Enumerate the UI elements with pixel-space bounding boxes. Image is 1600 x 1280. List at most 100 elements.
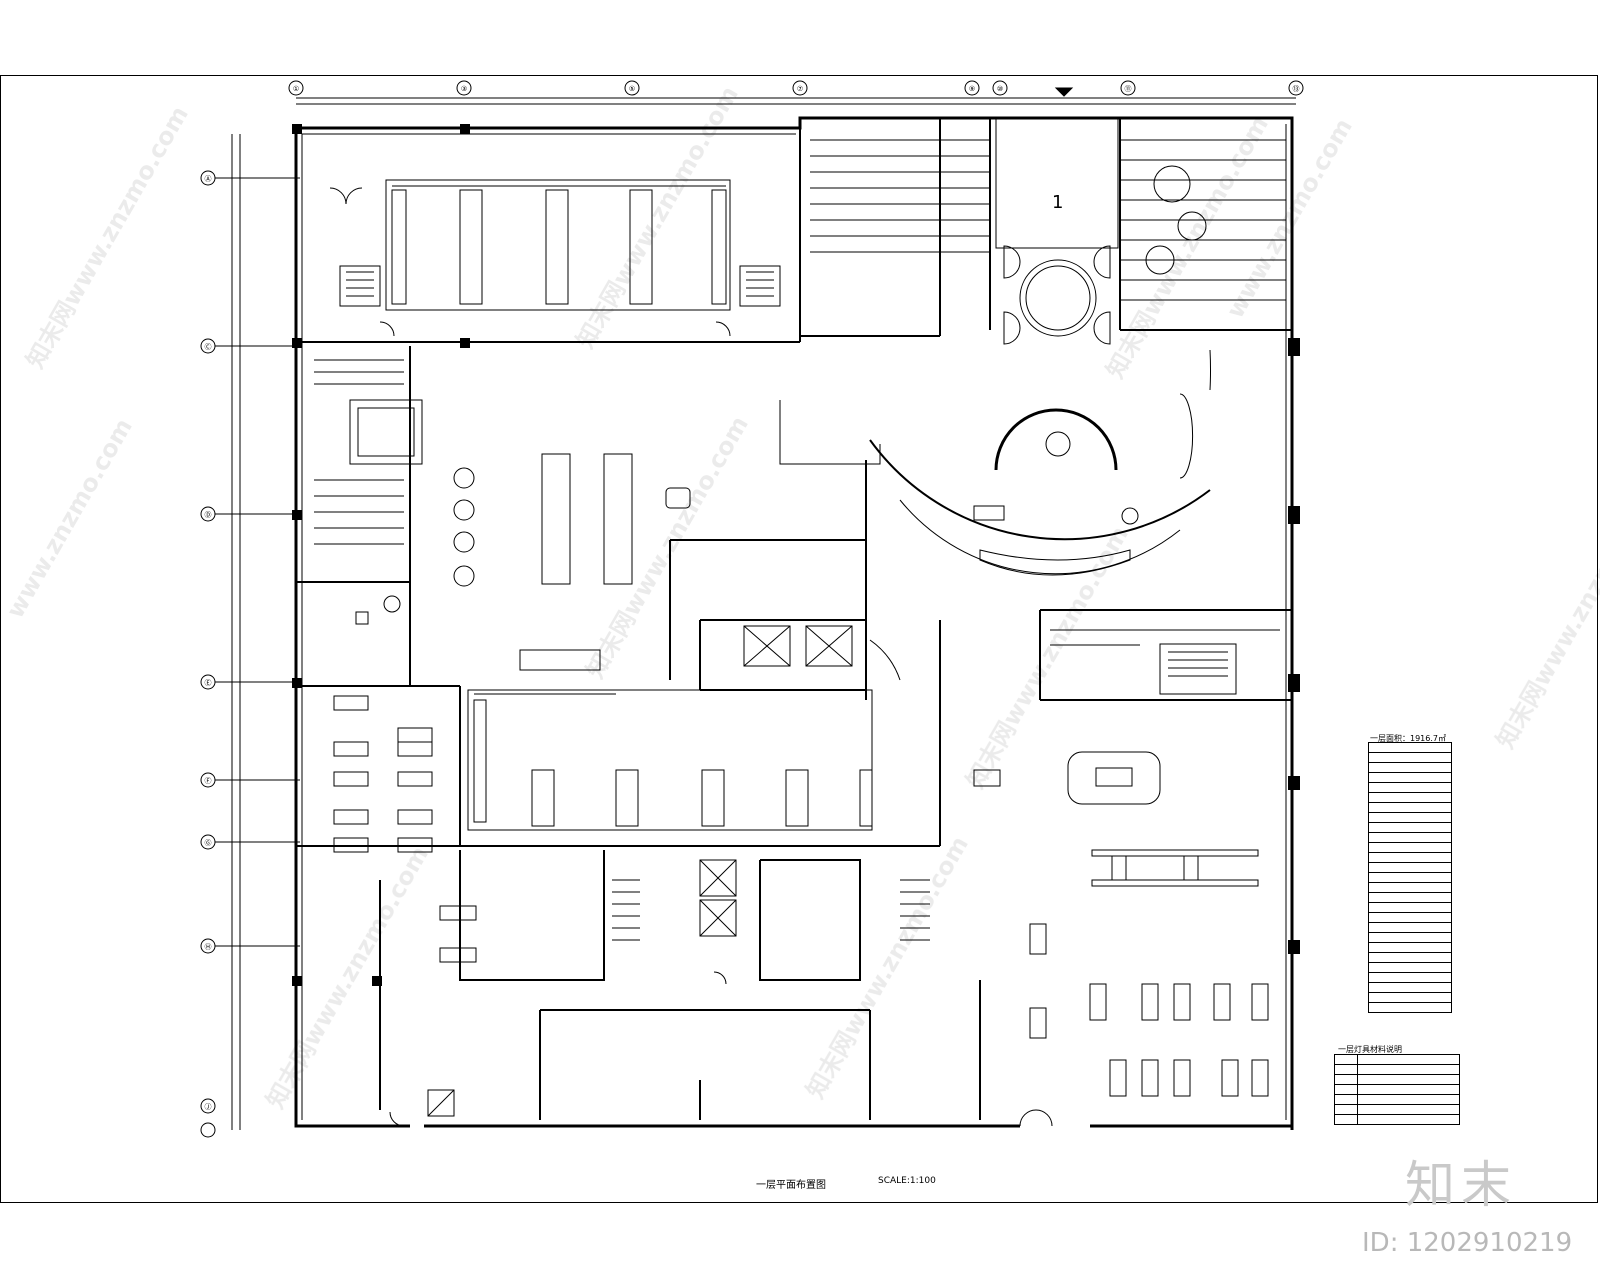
- fixture-table-row: [1334, 1114, 1460, 1125]
- area-table-row: [1368, 762, 1452, 773]
- fixture-table-cell: [1357, 1104, 1460, 1115]
- area-table-cell: [1368, 832, 1452, 843]
- area-table-row: [1368, 832, 1452, 843]
- area-table-row: [1368, 742, 1452, 753]
- grid-bubble-label: Ⓓ: [205, 511, 212, 519]
- area-table-cell: [1368, 812, 1452, 823]
- watermark-text: www.znzmo.com: [1, 414, 138, 623]
- area-table-cell: [1368, 982, 1452, 993]
- grid-bubble-label: Ⓒ: [205, 343, 212, 351]
- area-table-cell: [1368, 962, 1452, 973]
- grid-bubble-label: ⑪: [1125, 85, 1132, 93]
- area-table-row: [1368, 922, 1452, 933]
- watermark-text: 知末网www.znzmo.com: [801, 831, 974, 1103]
- grid-bubble-label: ⑨: [969, 85, 975, 93]
- area-table-row: [1368, 952, 1452, 963]
- left-stair-lounge: [314, 359, 423, 625]
- area-table-cell: [1368, 932, 1452, 943]
- central-lobby: [869, 245, 1211, 576]
- grid-bubble-label: ⑦: [797, 85, 803, 93]
- fixture-table-cell: [1357, 1114, 1460, 1125]
- watermark-text: 知末网www.znzmo.com: [21, 101, 194, 373]
- exterior-walls-inner: [301, 124, 1287, 1120]
- right-bed-rows: [1029, 923, 1269, 1097]
- left-grid-axis: [200, 134, 300, 1138]
- area-table-row: [1368, 942, 1452, 953]
- grid-bubble-label: ①: [293, 85, 299, 93]
- top-right-deck: [810, 117, 1286, 301]
- area-table-row: [1368, 872, 1452, 883]
- fixture-table-cell: [1334, 1114, 1358, 1125]
- area-table-cell: [1368, 762, 1452, 773]
- area-table-row: [1368, 882, 1452, 893]
- area-table-cell: [1368, 912, 1452, 923]
- area-table-cell: [1368, 882, 1452, 893]
- grid-bubble-label: Ⓕ: [205, 777, 212, 785]
- area-table-row: [1368, 912, 1452, 923]
- area-table-row: [1368, 992, 1452, 1003]
- area-table-cell: [1368, 922, 1452, 933]
- grid-bubble-label: ③: [461, 85, 467, 93]
- area-table-row: [1368, 782, 1452, 793]
- fixture-table-cell: [1334, 1094, 1358, 1105]
- area-table-row: [1368, 822, 1452, 833]
- area-table: [1368, 742, 1452, 1013]
- brand-logo: 知末: [1405, 1156, 1517, 1214]
- exterior-walls: [294, 116, 1294, 1130]
- grid-bubble-label: Ⓖ: [205, 839, 212, 847]
- fixture-table-row: [1334, 1064, 1460, 1075]
- area-table-row: [1368, 1002, 1452, 1013]
- area-table-cell: [1368, 772, 1452, 783]
- area-table-row: [1368, 842, 1452, 853]
- lower-stairs: [427, 879, 930, 1117]
- grid-bubble-label: Ⓗ: [205, 943, 212, 951]
- fixture-table-cell: [1357, 1094, 1460, 1105]
- watermark-text: 知末网www.znzmo.com: [571, 81, 744, 353]
- area-table-row: [1368, 752, 1452, 763]
- drawing-caption: 一层平面布置图: [756, 1180, 826, 1191]
- fixture-table-cell: [1357, 1054, 1460, 1065]
- grid-bubble-label: Ⓔ: [205, 679, 212, 687]
- area-table-cell: [1368, 872, 1452, 883]
- drawing-frame: [0, 75, 1598, 1203]
- watermark-text: 知末网www.znzmo.com: [1491, 481, 1600, 753]
- area-table-cell: [1368, 862, 1452, 873]
- area-table-row: [1368, 772, 1452, 783]
- area-table-row: [1368, 852, 1452, 863]
- area-table-cell: [1368, 952, 1452, 963]
- area-table-row: [1368, 812, 1452, 823]
- area-table-cell: [1368, 1002, 1452, 1013]
- area-table-row: [1368, 932, 1452, 943]
- fixture-table-cell: [1357, 1084, 1460, 1095]
- storage-hall: [339, 179, 781, 311]
- columns: [292, 124, 1300, 986]
- area-table-cell: [1368, 942, 1452, 953]
- area-table-cell: [1368, 902, 1452, 913]
- area-table-cell: [1368, 972, 1452, 983]
- top-grid-axis: [288, 80, 1304, 105]
- watermark-text: 知末网www.znzmo.com: [1101, 111, 1274, 383]
- area-table-cell: [1368, 802, 1452, 813]
- grid-bubble-label: Ⓐ: [205, 175, 212, 183]
- area-table-row: [1368, 792, 1452, 803]
- lower-rooms: [379, 850, 981, 1120]
- area-table-row: [1368, 962, 1452, 973]
- area-table-cell: [1368, 742, 1452, 753]
- grid-bubble-label: ⑤: [629, 85, 635, 93]
- fixture-table-row: [1334, 1094, 1460, 1105]
- area-table-cell: [1368, 822, 1452, 833]
- interior-walls: [296, 118, 1292, 847]
- area-table-row: [1368, 972, 1452, 983]
- area-table-row: [1368, 982, 1452, 993]
- fixture-table-cell: [1334, 1074, 1358, 1085]
- fixture-table-row: [1334, 1084, 1460, 1095]
- fixture-table: [1334, 1054, 1460, 1125]
- central-office: [453, 400, 881, 671]
- area-table-cell: [1368, 792, 1452, 803]
- area-table-row: [1368, 802, 1452, 813]
- grid-bubble-label: ⑩: [997, 85, 1003, 93]
- area-table-cell: [1368, 892, 1452, 903]
- area-table-row: [1368, 862, 1452, 873]
- grid-bubble-label: Ⓙ: [205, 1103, 212, 1111]
